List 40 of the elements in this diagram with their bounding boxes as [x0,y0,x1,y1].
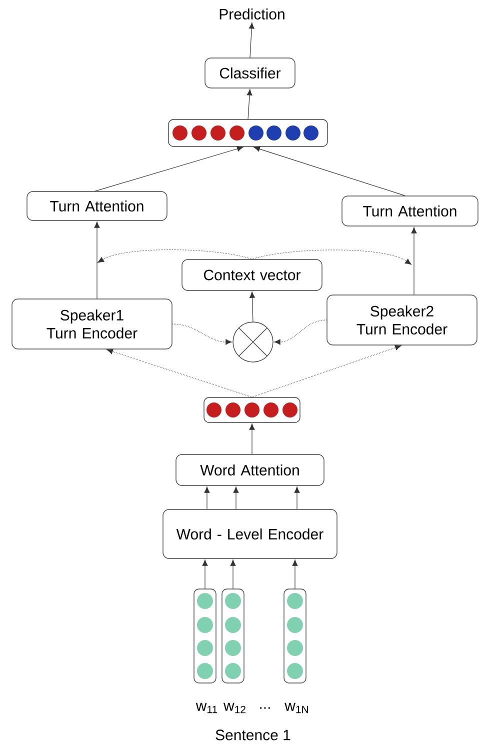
process-box: Word Attention [176,454,324,486]
arrow [98,249,252,263]
arrow [252,344,402,398]
arrow [274,320,327,345]
arrow [249,292,255,322]
arrow [252,250,412,265]
arrow [230,560,236,589]
arrow [94,146,244,192]
process-box: Context vector [182,259,322,291]
process-box: Speaker1 Turn Encoder [12,298,172,350]
arrow [233,486,239,510]
process-box: Classifier [204,58,296,88]
process-box: Turn Attention [342,196,478,226]
arrow [248,22,254,58]
arrow [204,486,210,510]
multiply-circle [232,322,274,362]
process-box: Speaker2 Turn Encoder [326,294,478,346]
vector-drawing [204,397,300,423]
arrow [94,222,100,299]
arrow [249,424,255,454]
output-label: Prediction [220,8,284,20]
arrow [254,146,406,196]
process-box: Word - Level Encoder [162,509,338,559]
arrow [294,486,300,510]
arrow [246,89,252,120]
vector-drawing [168,119,328,147]
arrow [411,227,417,295]
word-label: w$_{11}$ [196,702,218,714]
arrow [106,348,252,398]
arrow [292,560,298,589]
caption-label: Sentence 1 [216,730,290,740]
caption-label: ... [260,707,270,709]
arrow [202,560,208,589]
word-label: w$_{1N}$ [284,702,308,714]
vector-drawing [194,588,216,684]
arrow [172,324,232,345]
word-label: w$_{12}$ [223,702,246,714]
vector-drawing [222,588,244,684]
process-box: Turn Attention [26,191,168,221]
vector-drawing [284,588,306,684]
